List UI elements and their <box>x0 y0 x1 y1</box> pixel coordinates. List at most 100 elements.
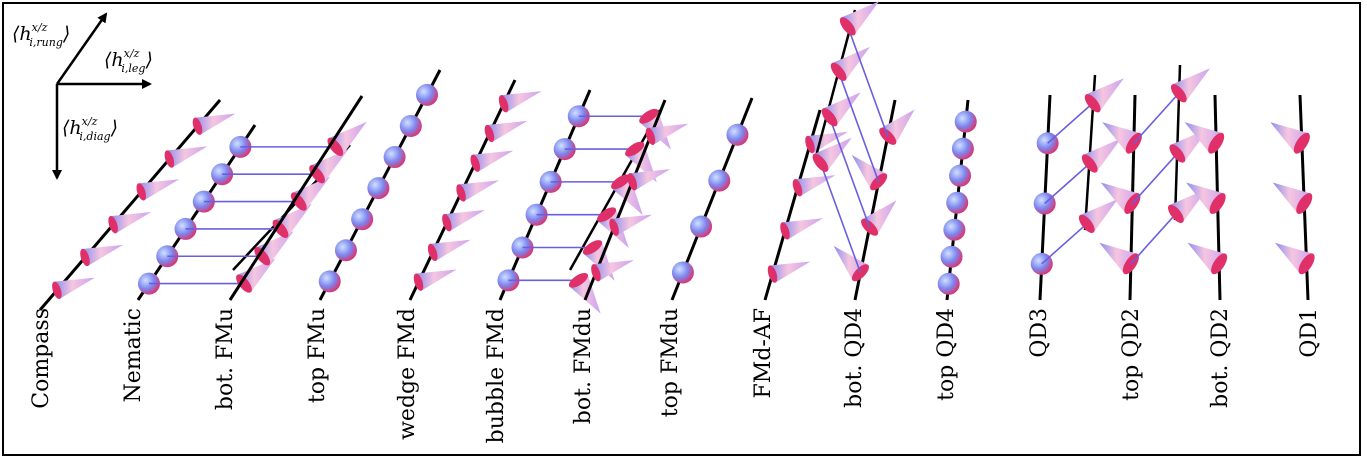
rung-spin-cone <box>236 258 276 293</box>
rung-bond <box>1133 92 1180 144</box>
rung-bond <box>837 71 880 183</box>
rung-spin-cone <box>1084 78 1124 113</box>
spin-sphere <box>946 191 969 214</box>
spin-sphere <box>943 218 966 241</box>
spin-sphere <box>949 164 972 187</box>
spin-cone <box>442 210 485 232</box>
spin-cone <box>1099 242 1139 275</box>
leg-line <box>228 95 364 301</box>
ladder-11 <box>937 99 977 301</box>
spin-sphere <box>351 208 374 231</box>
spin-cone <box>470 150 514 172</box>
spin-cone <box>1274 242 1315 275</box>
rung-spin-cone <box>254 231 294 266</box>
spin-cone <box>192 113 236 135</box>
rung-bond <box>819 162 862 274</box>
spin-sphere <box>383 146 406 169</box>
spin-sphere <box>940 245 963 268</box>
ladder-12 <box>1030 74 1124 301</box>
ladder-9 <box>763 109 848 301</box>
rung-spin-cone <box>1170 68 1211 103</box>
spin-sphere <box>708 169 731 192</box>
ladder-13 <box>1099 64 1211 301</box>
phase-label: Nematic <box>121 308 146 402</box>
ladder-15 <box>1270 94 1315 301</box>
rung-spin-cone <box>1167 188 1208 223</box>
spin-sphere <box>399 114 422 137</box>
spin-cone <box>767 261 811 283</box>
spin-configurations <box>38 1 1315 314</box>
ladder-2 <box>136 121 367 301</box>
spin-cone <box>80 244 123 267</box>
spin-cone <box>456 180 500 202</box>
spin-sphere <box>318 270 341 293</box>
leg-line <box>38 99 222 311</box>
spin-sphere <box>416 83 439 106</box>
spin-sphere <box>690 215 713 238</box>
spin-cone <box>52 277 95 299</box>
phase-label: top FMu <box>305 308 330 403</box>
rung-spin-cone <box>1078 198 1118 233</box>
spin-cone <box>792 175 836 197</box>
spin-cone <box>1270 122 1310 154</box>
ladder-7 <box>583 99 689 301</box>
ladder-6 <box>497 89 671 314</box>
rung-bond <box>1131 152 1178 205</box>
rung-spin-cone <box>821 92 861 127</box>
rung-bond <box>1047 102 1094 144</box>
spin-cone <box>879 109 915 145</box>
rung-spin-cone <box>1081 138 1121 173</box>
ladder-14 <box>1184 94 1228 301</box>
spin-cone <box>498 91 542 113</box>
phase-label: FMd-AF <box>751 308 776 398</box>
spin-sphere <box>951 137 974 160</box>
spin-sphere <box>367 177 390 200</box>
phase-label: bot. QD2 <box>1208 308 1233 408</box>
spin-cone <box>780 218 823 240</box>
ladder-5 <box>408 79 542 301</box>
spin-cone <box>645 123 689 145</box>
phase-label: top QD2 <box>1119 308 1144 401</box>
rung-spin-cone <box>812 137 852 172</box>
phase-label: Compass <box>29 308 54 409</box>
phase-label: QD3 <box>1027 308 1052 358</box>
spin-cone <box>108 212 152 234</box>
leg-line-2 <box>813 9 857 161</box>
spin-cone <box>1184 122 1225 154</box>
spin-cone <box>861 200 897 236</box>
rung-bond <box>1041 223 1088 265</box>
ladder-4 <box>318 69 442 301</box>
spin-sphere <box>671 261 694 284</box>
spin-cone <box>609 214 653 236</box>
spin-cone <box>627 169 671 191</box>
spin-sphere <box>334 239 357 262</box>
rung-bond <box>846 26 889 137</box>
spin-cone <box>427 239 471 262</box>
spin-sphere <box>954 110 977 133</box>
phase-labels: Compass Nematic bot. FMu top FMu wedge FMd bu… <box>29 308 1322 443</box>
rung-bond <box>1130 213 1177 265</box>
spin-cone <box>136 179 180 201</box>
phase-label: bubble FMd <box>484 308 509 443</box>
rung-spin-cone <box>839 1 879 36</box>
spin-cone <box>484 120 528 143</box>
phase-label: bot. FMu <box>213 308 238 410</box>
rung-spin-cone <box>830 46 870 81</box>
rung-bond <box>828 116 871 228</box>
ladder-10 <box>812 1 915 301</box>
phase-label: QD1 <box>1297 308 1322 358</box>
phase-label: top QD4 <box>934 308 959 401</box>
ladder-8 <box>670 97 754 301</box>
phase-label: bot. FMdu <box>571 308 596 424</box>
phase-label: wedge FMd <box>395 308 420 440</box>
ladder-1 <box>38 99 236 311</box>
spin-cone <box>1186 182 1226 214</box>
spin-sphere <box>937 272 960 295</box>
spin-sphere <box>726 123 749 146</box>
rung-spin-cone <box>568 272 601 314</box>
ladder-3 <box>228 95 364 301</box>
spin-cone <box>413 269 457 291</box>
